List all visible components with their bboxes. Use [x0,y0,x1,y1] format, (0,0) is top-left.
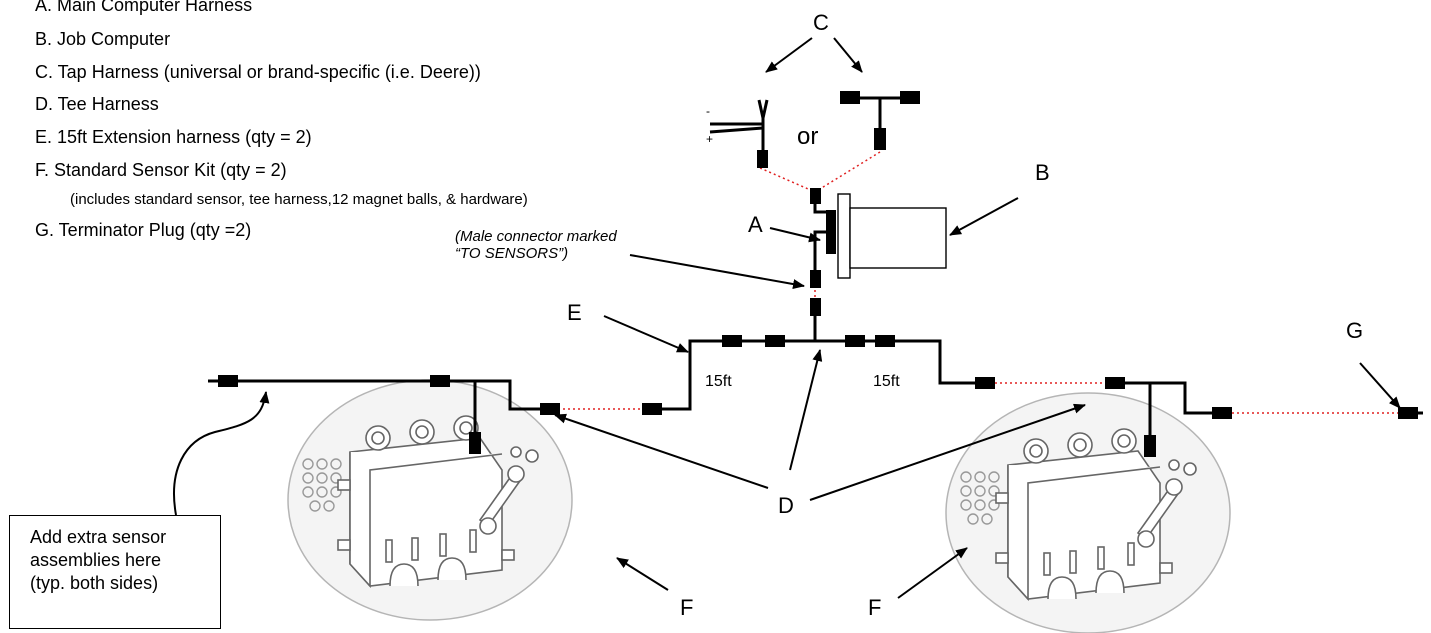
or-label: or [797,123,819,150]
legend-item-a: A. Main Computer Harness [35,0,253,15]
legend-item-e: E. 15ft Extension harness (qty = 2) [35,127,312,147]
connectors [218,91,1418,457]
leader-arrows [173,37,1401,599]
add-sensor-assemblies-box: Add extra sensor assemblies here (typ. b… [9,515,221,629]
callout-a: A [748,212,763,237]
length-label-left: 15ft [705,373,732,390]
callout-d: D [778,493,794,518]
legend-item-f-detail: (includes standard sensor, tee harness,1… [70,191,528,208]
callout-c: C [813,10,829,35]
callout-f-left: F [680,595,694,620]
sensor-kit-right [945,392,1231,633]
legend-item-g: G. Terminator Plug (qty =2) [35,220,252,240]
legend-item-d: D. Tee Harness [35,94,159,114]
callout-b: B [1035,160,1050,185]
add-box-line-2: assemblies here [30,550,162,570]
add-box-line-1: Add extra sensor [30,527,167,547]
callout-f-right: F [868,595,882,620]
sensor-kit-left [287,379,573,621]
male-connector-note-line-2: “TO SENSORS”) [455,245,569,262]
male-connector-note-line-1: (Male connector marked [455,228,617,245]
legend-item-f: F. Standard Sensor Kit (qty = 2) [35,160,287,180]
callout-g: G [1346,318,1364,343]
add-box-line-3: (typ. both sides) [30,573,159,593]
length-label-right: 15ft [873,373,900,390]
legend-item-c: C. Tap Harness (universal or brand-speci… [35,62,481,82]
tap-pin-plus: + [706,132,714,146]
job-computer [837,193,947,279]
male-connector-note: (Male connector marked “TO SENSORS”) [455,228,617,262]
tap-pin-minus: - [706,104,710,118]
callout-e: E [567,300,582,325]
legend-item-b: B. Job Computer [35,29,171,49]
